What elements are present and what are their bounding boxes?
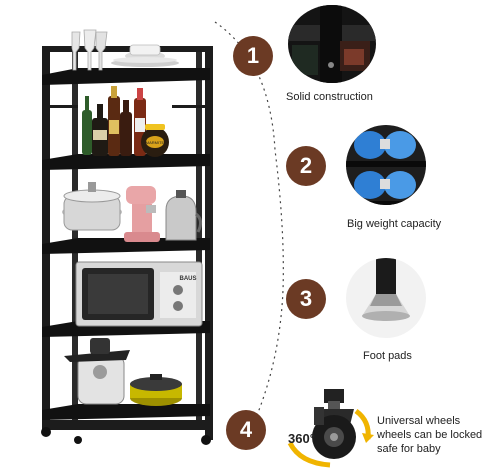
- feature-caption-2: Big weight capacity: [347, 218, 442, 230]
- rotation-badge: 360°: [288, 431, 315, 446]
- feature-caption-4-line-3: safe for baby: [377, 443, 441, 455]
- kitchen-rack-illustration: MARMITE BAUS: [41, 29, 213, 445]
- feature-caption-3: Foot pads: [363, 350, 412, 362]
- universal-wheel-photo: 360°: [287, 389, 374, 468]
- feature-caption-1: Solid construction: [286, 91, 373, 103]
- marmite-label: MARMITE: [146, 140, 165, 145]
- feature-badge-3: 3: [286, 279, 326, 319]
- feature-badge-4: 4: [226, 410, 266, 450]
- solid-construction-photo: [288, 5, 376, 83]
- feature-caption-4-line-2: wheels can be locked: [377, 429, 483, 441]
- microwave-brand: BAUS: [179, 276, 196, 282]
- feature-badge-2: 2: [286, 146, 326, 186]
- feature-caption-4-line-1: Universal wheels: [377, 415, 461, 427]
- feature-badge-1: 1: [233, 36, 273, 76]
- foot-pad-photo: [346, 258, 426, 338]
- weight-capacity-photo: [346, 125, 426, 205]
